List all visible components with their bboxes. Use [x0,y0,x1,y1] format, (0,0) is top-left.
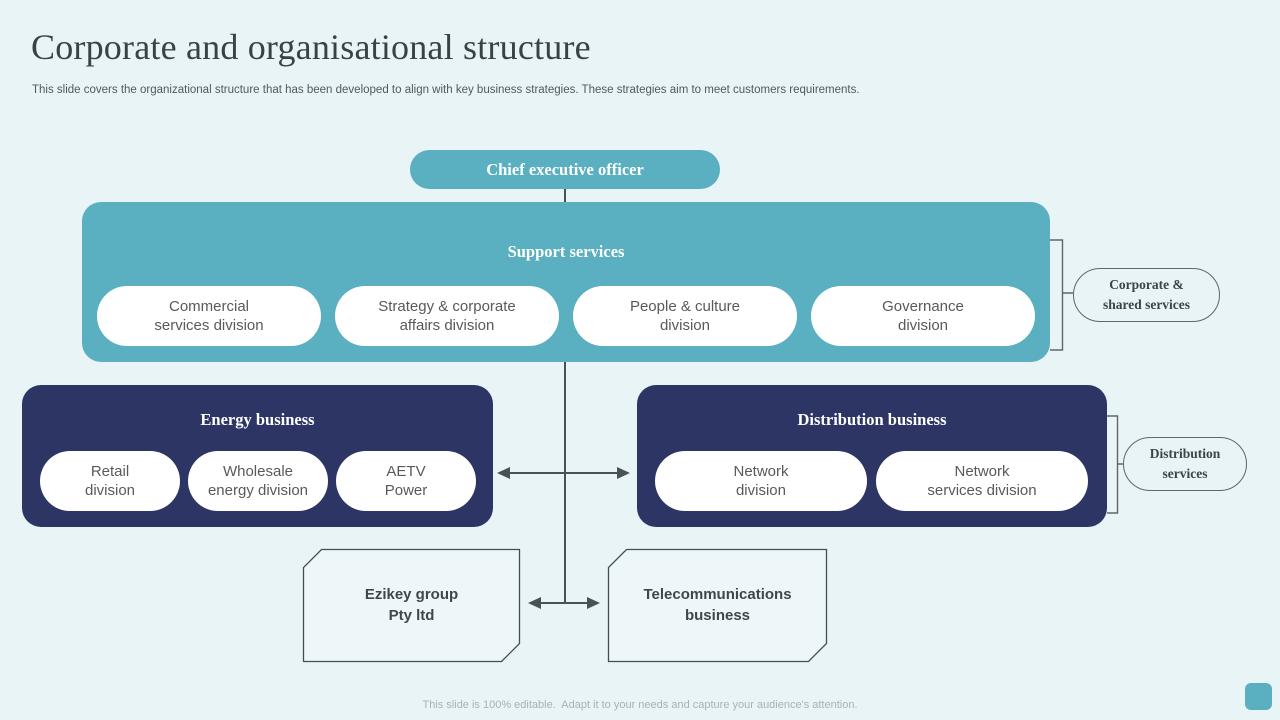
support-services-box[interactable]: Support services Commercial services div… [82,202,1050,362]
division-pill-retail[interactable]: Retail division [40,451,180,511]
distribution-business-box[interactable]: Distribution business Network division N… [637,385,1107,527]
energy-business-title: Energy business [200,410,315,429]
page-title: Corporate and organisational structure [31,27,591,67]
distribution-business-title: Distribution business [797,410,947,429]
energy-distribution-arrow [497,467,630,479]
division-pill-network-services[interactable]: Network services division [876,451,1088,511]
corner-accent-square [1245,683,1272,710]
energy-business-box[interactable]: Energy business Retail division Wholesal… [22,385,493,527]
division-pill-people-culture[interactable]: People & culture division [573,286,797,346]
slide-footer-note: This slide is 100% editable. Adapt it to… [422,699,858,711]
corporate-shared-services-node[interactable]: Corporate & shared services [1073,268,1220,322]
division-pill-wholesale-energy[interactable]: Wholesale energy division [188,451,328,511]
division-pill-strategy-corporate-affairs[interactable]: Strategy & corporate affairs division [335,286,559,346]
ezikey-group-node[interactable]: Ezikey group Pty ltd [364,586,459,624]
distribution-bracket [1107,415,1123,514]
distribution-services-node[interactable]: Distribution services [1123,437,1247,491]
support-services-divisions: Commercial services division Strategy & … [97,286,1035,346]
distribution-business-divisions: Network division Network services divisi… [655,451,1088,511]
ceo-node[interactable]: Chief executive officer [410,150,720,189]
subsidiary-arrow [528,597,600,609]
telecommunications-business-node[interactable]: Telecommunications business [643,586,792,624]
division-pill-governance[interactable]: Governance division [811,286,1035,346]
support-services-title: Support services [507,242,625,261]
division-pill-commercial-services[interactable]: Commercial services division [97,286,321,346]
slide-subtitle: This slide covers the organizational str… [32,84,860,96]
energy-business-divisions: Retail division Wholesale energy divisio… [40,451,476,511]
division-pill-network[interactable]: Network division [655,451,867,511]
division-pill-aetv-power[interactable]: AETV Power [336,451,476,511]
ceo-label: Chief executive officer [486,159,644,179]
support-bracket [1050,239,1073,351]
